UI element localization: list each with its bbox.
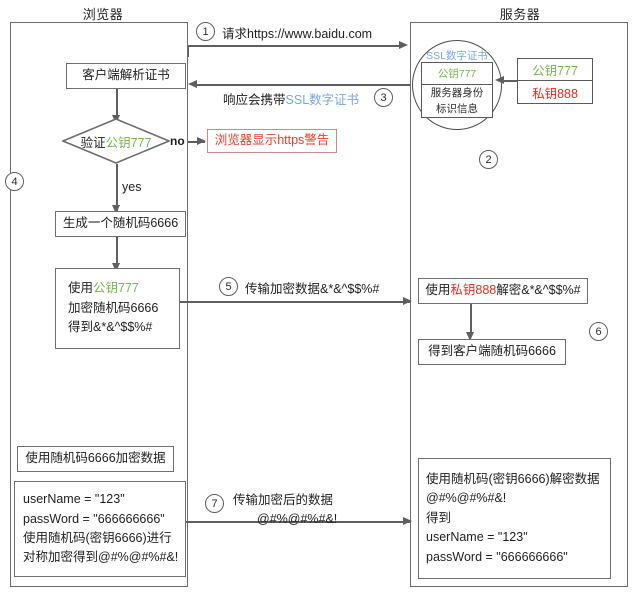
encrypt-line-1-prefix: 使用	[68, 281, 94, 296]
keypair-to-cert-arrowhead	[495, 76, 504, 84]
cert-identity: 服务器身份 标识信息	[422, 85, 492, 118]
flow-5-line	[180, 301, 410, 303]
decrypt-private-key: 私钥888	[450, 283, 497, 298]
flow-7-line-1: 传输加密后的数据	[233, 493, 334, 507]
server-decrypt-line-1: 使用随机码(密钥6666)解密数据	[426, 472, 600, 487]
no-branch-label: no	[170, 134, 185, 148]
decrypt-suffix: 解密&*&^$$%#	[496, 283, 581, 298]
server-decrypt-username: userName = "123"	[426, 530, 528, 545]
flow-7-label: 传输加密后的数据 @#%@#%#&!	[233, 491, 337, 529]
step-badge-4: 4	[5, 172, 24, 191]
flow-3-arrowhead	[188, 80, 197, 88]
flow-5-arrowhead	[403, 297, 412, 305]
encrypt-line-2: 加密随机码6666	[68, 300, 159, 315]
random-to-encrypt-arrowhead	[112, 263, 120, 272]
decrypt-prefix: 使用	[425, 283, 451, 298]
cert-identity-line-2: 标识信息	[436, 102, 478, 115]
step-badge-2: 2	[479, 150, 498, 169]
step-badge-1: 1	[196, 22, 215, 41]
step-badge-5: 5	[219, 277, 238, 296]
cert-public-key: 公钥777	[422, 63, 492, 85]
payload-username: userName = "123"	[23, 492, 125, 507]
no-branch-line	[188, 141, 205, 143]
step-badge-3: 3	[374, 88, 393, 107]
diamond-icon	[62, 118, 170, 164]
encrypt-line-1: 使用公钥777	[68, 279, 139, 298]
browser-payload-box: userName = "123" passWord = "666666666" …	[14, 481, 186, 577]
no-branch-arrowhead	[197, 137, 206, 145]
decrypt-with-private-key-box: 使用私钥888解密&*&^$$%#	[418, 278, 588, 304]
flow-3-label-prefix: 响应会携带	[223, 93, 286, 107]
server-private-key: 私钥888	[532, 86, 578, 101]
step-badge-7: 7	[205, 494, 224, 513]
decrypt-to-random-arrowhead	[466, 332, 474, 341]
keypair-to-cert-line	[503, 80, 517, 82]
flow-3-label: 响应会携带SSL数字证书	[223, 91, 359, 110]
random-to-encrypt-line	[116, 237, 118, 266]
decrypt-box-text: 使用私钥888解密&*&^$$%#	[425, 281, 580, 300]
ssl-certificate-title: SSL数字证书	[426, 50, 488, 62]
symmetric-encrypt-box: 使用随机码6666加密数据	[17, 446, 174, 472]
encrypt-line-1-key: 公钥777	[93, 281, 139, 296]
step-badge-6: 6	[589, 322, 608, 341]
flow-3-line	[196, 84, 410, 86]
flow-3-label-accent: SSL数字证书	[285, 93, 360, 107]
browser-panel-title: 浏览器	[82, 7, 124, 22]
verify-key-decision: 验证公钥777	[62, 118, 170, 164]
flow-5-label: 传输加密数据&*&^$$%#	[245, 282, 380, 296]
flow-1-label: 请求https://www.baidu.com	[222, 27, 373, 41]
payload-result: 对称加密得到@#%@#%#&!	[23, 550, 179, 565]
verify-key-prefix: 验证	[80, 135, 106, 150]
payload-password: passWord = "666666666"	[23, 511, 165, 526]
flow-7-line-2: @#%@#%#&!	[257, 511, 338, 526]
server-decrypt-data-box: 使用随机码(密钥6666)解密数据 @#%@#%#&! 得到 userName …	[418, 458, 611, 579]
ssl-certificate-circle	[412, 40, 502, 130]
ssl-certificate-body: 公钥777 服务器身份 标识信息	[421, 62, 493, 118]
verify-key-value: 公钥777	[105, 135, 152, 150]
server-decrypt-line-2: @#%@#%#&!	[426, 491, 507, 506]
yes-branch-line	[116, 164, 118, 213]
got-client-random-box: 得到客户端随机码6666	[418, 339, 566, 365]
flow-1-stub	[187, 45, 189, 57]
server-decrypt-password: passWord = "666666666"	[426, 549, 568, 564]
server-decrypt-line-3: 得到	[426, 510, 452, 525]
flow-1-arrowhead	[399, 41, 408, 49]
server-keypair-box: 公钥777 私钥888	[517, 58, 593, 104]
generate-random-box: 生成一个随机码6666	[55, 211, 186, 237]
flow-1-line	[188, 45, 400, 47]
server-public-key: 公钥777	[518, 59, 592, 81]
parse-cert-box: 客户端解析证书	[66, 63, 186, 89]
cert-identity-line-1: 服务器身份	[430, 87, 484, 100]
yes-branch-arrowhead	[112, 205, 120, 214]
browser-panel	[10, 22, 188, 587]
flow-7-arrowhead	[403, 517, 412, 525]
payload-method: 使用随机码(密钥6666)进行	[23, 531, 172, 545]
flow-7-line	[186, 521, 410, 523]
https-warning-box: 浏览器显示https警告	[207, 129, 337, 153]
yes-branch-label: yes	[122, 180, 142, 194]
decrypt-to-random-line	[470, 304, 472, 334]
encrypt-line-3: 得到&*&^$$%#	[68, 320, 153, 335]
server-panel-title: 服务器	[499, 7, 541, 22]
verify-key-label: 验证公钥777	[81, 132, 152, 151]
parse-to-verify-line	[116, 89, 118, 117]
encrypt-random-box: 使用公钥777 加密随机码6666 得到&*&^$$%#	[55, 268, 180, 349]
